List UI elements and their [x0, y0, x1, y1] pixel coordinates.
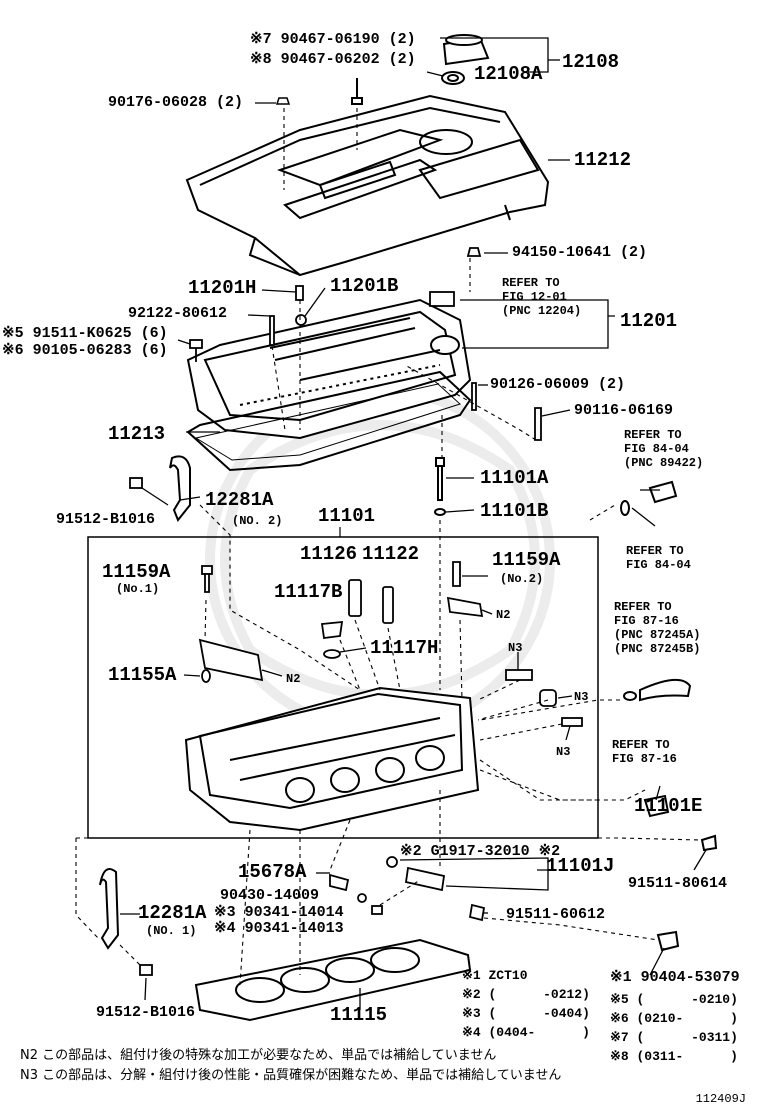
part-label-91511-k0625: ※5 91511-K0625 (6) — [2, 325, 168, 342]
part-label-11117b: 11117B — [274, 581, 343, 603]
part-label-12281a-no1-sub: (NO. 1) — [146, 924, 197, 938]
reference-fig-84-04: REFER TO FIG 84-04 — [626, 544, 691, 572]
part-label-90126-06009: 90126-06009 (2) — [490, 376, 626, 393]
reference-fig-84-04-pnc: REFER TO FIG 84-04 (PNC 89422) — [624, 428, 704, 470]
part-label-90176-06028: 90176-06028 (2) — [108, 94, 244, 111]
part-label-90105-06283: ※6 90105-06283 (6) — [2, 342, 168, 359]
note-n2-marker-left: N2 — [286, 672, 301, 686]
part-label-11101e: 11101E — [634, 795, 703, 817]
part-label-11159a-no1-sub: (No.1) — [116, 582, 160, 596]
applicability-legend-right: ※5 ( -0210) ※6 (0210- ) ※7 ( -0311) ※8 (… — [610, 992, 738, 1064]
part-label-11122: 11122 — [362, 543, 420, 565]
footnote-n3: N3 この部品は、分解・組付け後の性能・品質確保が困難なため、単品では補給してい… — [20, 1068, 562, 1083]
engine-hanger-no1 — [99, 868, 120, 950]
applicability-legend-left: ※1 ZCT10 ※2 ( -0212) ※3 ( -0404) ※4 (040… — [462, 968, 590, 1040]
diagram-code: 112409J — [695, 1092, 746, 1106]
part-label-11117h: 11117H — [370, 637, 439, 659]
part-label-12108a: 12108A — [474, 63, 543, 85]
part-label-90116-06169: 90116-06169 — [574, 402, 674, 419]
part-label-11101j: 11101J — [546, 855, 615, 877]
part-label-12281a-no1: 12281A — [138, 902, 207, 924]
engine-cover — [185, 94, 550, 277]
reference-fig-87-16-pnc: REFER TO FIG 87-16 (PNC 87245A) (PNC 872… — [614, 600, 701, 656]
part-label-90341-14014: ※3 90341-14014 — [214, 904, 344, 921]
part-label-94150-10641: 94150-10641 (2) — [512, 244, 648, 261]
note-n3-marker-1: N3 — [508, 641, 523, 655]
part-label-90341-14013: ※4 90341-14013 — [214, 920, 344, 937]
engine-hanger-no2 — [169, 455, 191, 522]
part-label-11115: 11115 — [330, 1004, 388, 1026]
part-label-11101: 11101 — [318, 505, 376, 527]
reference-fig-87-16: REFER TO FIG 87-16 — [612, 738, 677, 766]
part-label-12108: 12108 — [562, 51, 620, 73]
part-label-11155a: 11155A — [108, 664, 177, 686]
part-label-15678a: 15678A — [238, 861, 307, 883]
part-label-11201b: 11201B — [330, 275, 399, 297]
part-label-g1917-32010: ※2 G1917-32010 ※2 — [400, 843, 561, 860]
part-label-90430-14009: 90430-14009 — [220, 887, 320, 904]
part-label-11101a: 11101A — [480, 467, 549, 489]
part-label-11126: 11126 — [300, 543, 358, 565]
part-label-12281a-no2-sub: (NO. 2) — [232, 514, 283, 528]
note-n3-marker-2: N3 — [574, 690, 589, 704]
part-label-11159a-no2-sub: (No.2) — [500, 572, 544, 586]
part-label-90467-06202: ※8 90467-06202 (2) — [250, 51, 416, 68]
part-label-91511-80614: 91511-80614 — [628, 875, 728, 892]
part-label-11201h: 11201H — [188, 277, 257, 299]
valve-cover-gasket — [186, 370, 472, 472]
head-gasket — [194, 938, 472, 1022]
part-label-92122-80612: 92122-80612 — [128, 305, 228, 322]
part-label-11213: 11213 — [108, 423, 166, 445]
footnote-n2: N2 この部品は、組付け後の特殊な加工が必要なため、単品では補給していません — [20, 1048, 497, 1063]
note-n2-marker-right: N2 — [496, 608, 511, 622]
part-label-90467-06190: ※7 90467-06190 (2) — [250, 31, 416, 48]
part-label-91512-b1016-top: 91512-B1016 — [56, 511, 156, 528]
part-label-11201: 11201 — [620, 310, 678, 332]
valve-cover — [186, 298, 472, 440]
part-label-12281a-no2: 12281A — [205, 489, 274, 511]
part-label-11159a-no1: 11159A — [102, 561, 171, 583]
part-label-91512-b1016-bottom: 91512-B1016 — [96, 1004, 196, 1021]
part-label-11212: 11212 — [574, 149, 632, 171]
cylinder-head — [184, 686, 480, 832]
part-label-91511-60612: 91511-60612 — [506, 906, 606, 923]
part-label-90404-53079: ※1 90404-53079 — [610, 969, 740, 986]
part-label-11101b: 11101B — [480, 500, 549, 522]
part-label-11159a-no2: 11159A — [492, 549, 561, 571]
bolt-90467 — [351, 78, 363, 105]
note-n3-marker-3: N3 — [556, 745, 571, 759]
reference-fig-12-01: REFER TO FIG 12-01 (PNC 12204) — [502, 276, 582, 318]
